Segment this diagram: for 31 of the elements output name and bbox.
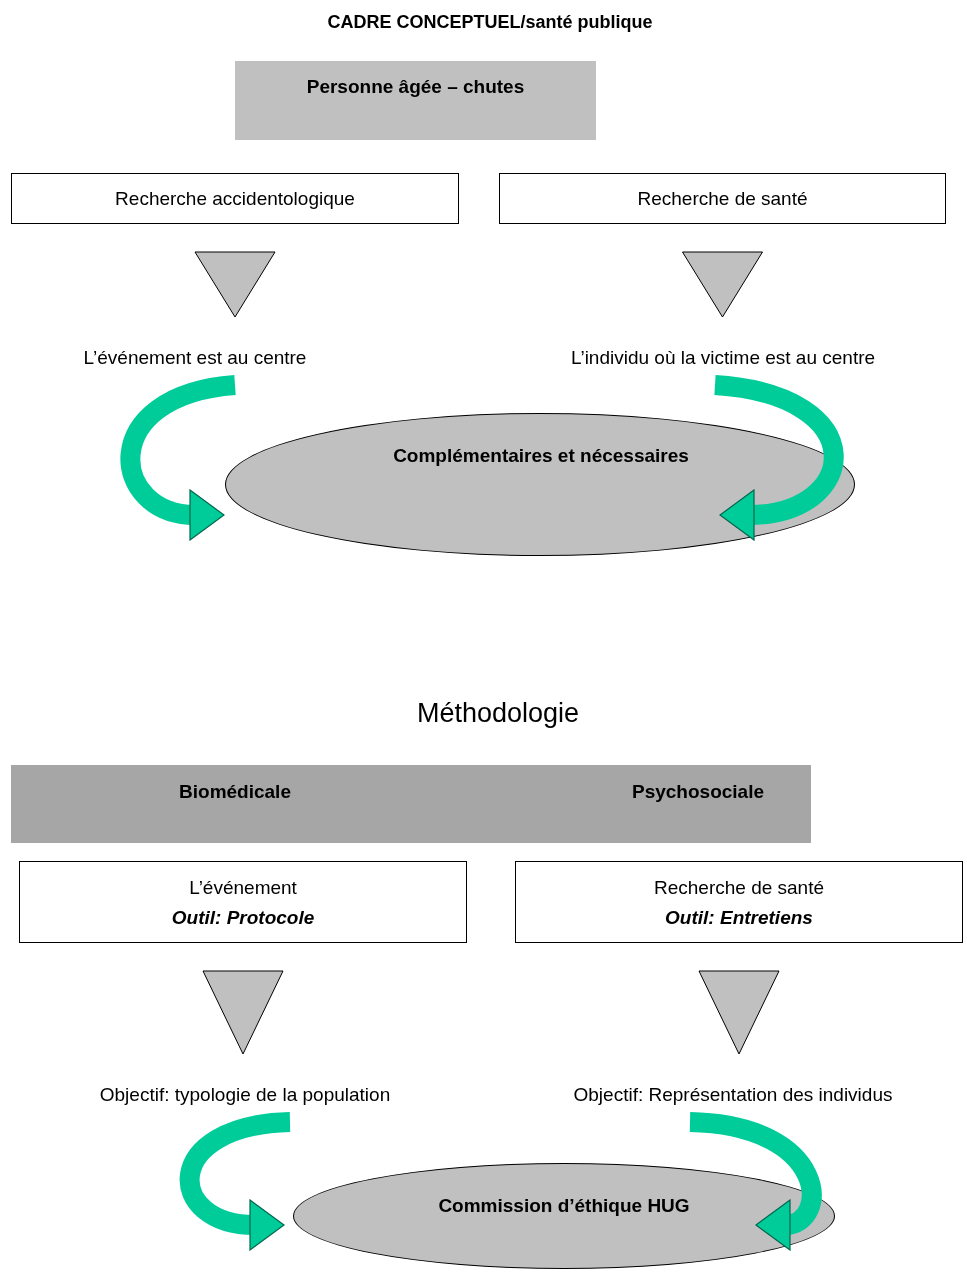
objective-text: Objectif: Représentation des individus [502,1080,964,1110]
box-label: Recherche accidentologique [114,187,356,211]
box-label: Complémentaires et nécessaires [392,444,690,468]
curved-arrow [180,1112,291,1250]
statement-text: L’événement est au centre [20,343,370,373]
triangle-arrow [698,970,780,1055]
diagram-title: CADRE CONCEPTUEL/santé publique [326,11,654,34]
process-box [515,861,963,943]
box-label: Biomédicale [178,780,292,804]
triangle-arrow [202,970,284,1055]
box-label: Personne âgée – chutes [305,75,526,99]
tool-label: Outil: Protocole [170,906,316,930]
box-label: Recherche de santé [652,876,826,900]
process-box [11,173,459,224]
tool-label: Outil: Entretiens [664,906,814,930]
box-label: Commission d’éthique HUG [437,1194,691,1218]
statement-text: L’individu où la victime est au centre [498,343,948,373]
curved-arrow [689,1112,822,1250]
section-heading: Méthodologie [415,697,581,730]
triangle-arrow [682,251,763,318]
header-box [235,61,596,140]
curved-arrow [713,375,844,541]
process-box [19,861,467,943]
curved-arrow [120,375,237,540]
process-box [499,173,946,224]
triangle-arrow [194,251,276,318]
header-bar [11,765,811,843]
box-label: L’événement [188,876,298,900]
objective-text: Objectif: typologie de la population [20,1080,470,1110]
box-label: Psychosociale [631,780,765,804]
box-label: Recherche de santé [636,187,809,211]
